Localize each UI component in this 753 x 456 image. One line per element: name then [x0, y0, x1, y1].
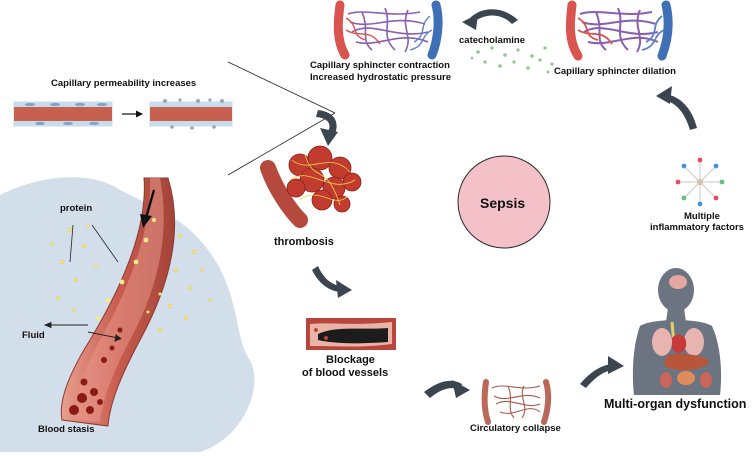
human-body-illustration: [632, 268, 722, 395]
sphincter-contraction-label: Capillary sphincter contraction: [310, 60, 450, 71]
blood-stasis-label: Blood stasis: [38, 424, 95, 435]
funnel-line-bottom: [227, 112, 336, 176]
funnel-line-top: [227, 61, 336, 114]
capillary-dilation-illustration: [565, 0, 673, 61]
sphincter-dilation-label: Capillary sphincter dilation: [554, 66, 676, 77]
blockage-illustration: [306, 318, 396, 350]
hydrostatic-pressure-label: Increased hydrostatic pressure: [310, 72, 451, 83]
thrombosis-label: thrombosis: [274, 236, 334, 248]
strip-arrow: [122, 110, 143, 118]
blood-stasis-vessel: [60, 177, 176, 427]
circulatory-collapse-label: Circulatory collapse: [470, 423, 561, 434]
circulatory-collapse-illustration: [481, 379, 552, 425]
sepsis-circle: [457, 155, 551, 249]
thrombosis-illustration: [260, 145, 362, 228]
inflammatory-label-line2: inflammatory factors: [650, 222, 744, 233]
arrow-contraction-to-thrombosis: [316, 110, 338, 146]
arrow-thrombosis-to-blockage: [312, 266, 352, 298]
blockage-label-line2: of blood vessels: [302, 367, 389, 379]
fluid-arrows: [43, 321, 122, 342]
catecholamine-particles: [470, 46, 554, 74]
fluid-label: Fluid: [22, 330, 45, 341]
catecholamine-label: catecholamine: [459, 35, 525, 46]
arrow-blockage-to-collapse: [424, 380, 470, 398]
cycle-arrows: [312, 9, 697, 398]
protein-pointers: [69, 224, 119, 263]
blockage-label-line1: Blockage: [326, 354, 375, 366]
inflammatory-factors-illustration: [675, 157, 725, 207]
permeability-label: Capillary permeability increases: [51, 78, 197, 89]
inflammatory-label-line1: Multiple: [684, 211, 720, 222]
sepsis-label: Sepsis: [480, 195, 526, 211]
capillary-contraction-illustration: [333, 0, 443, 60]
leaky-capillary-strip: [149, 98, 233, 130]
arrow-dilation-to-inflammatory: [656, 86, 697, 130]
multi-organ-label: Multi-organ dysfunction: [604, 397, 747, 411]
normal-capillary-strip: [13, 101, 113, 127]
protein-label: protein: [60, 203, 93, 214]
arrow-collapse-to-organs: [580, 356, 624, 388]
protein-particles: [50, 224, 212, 332]
arrow-catecholamine-to-contraction: [462, 9, 518, 30]
